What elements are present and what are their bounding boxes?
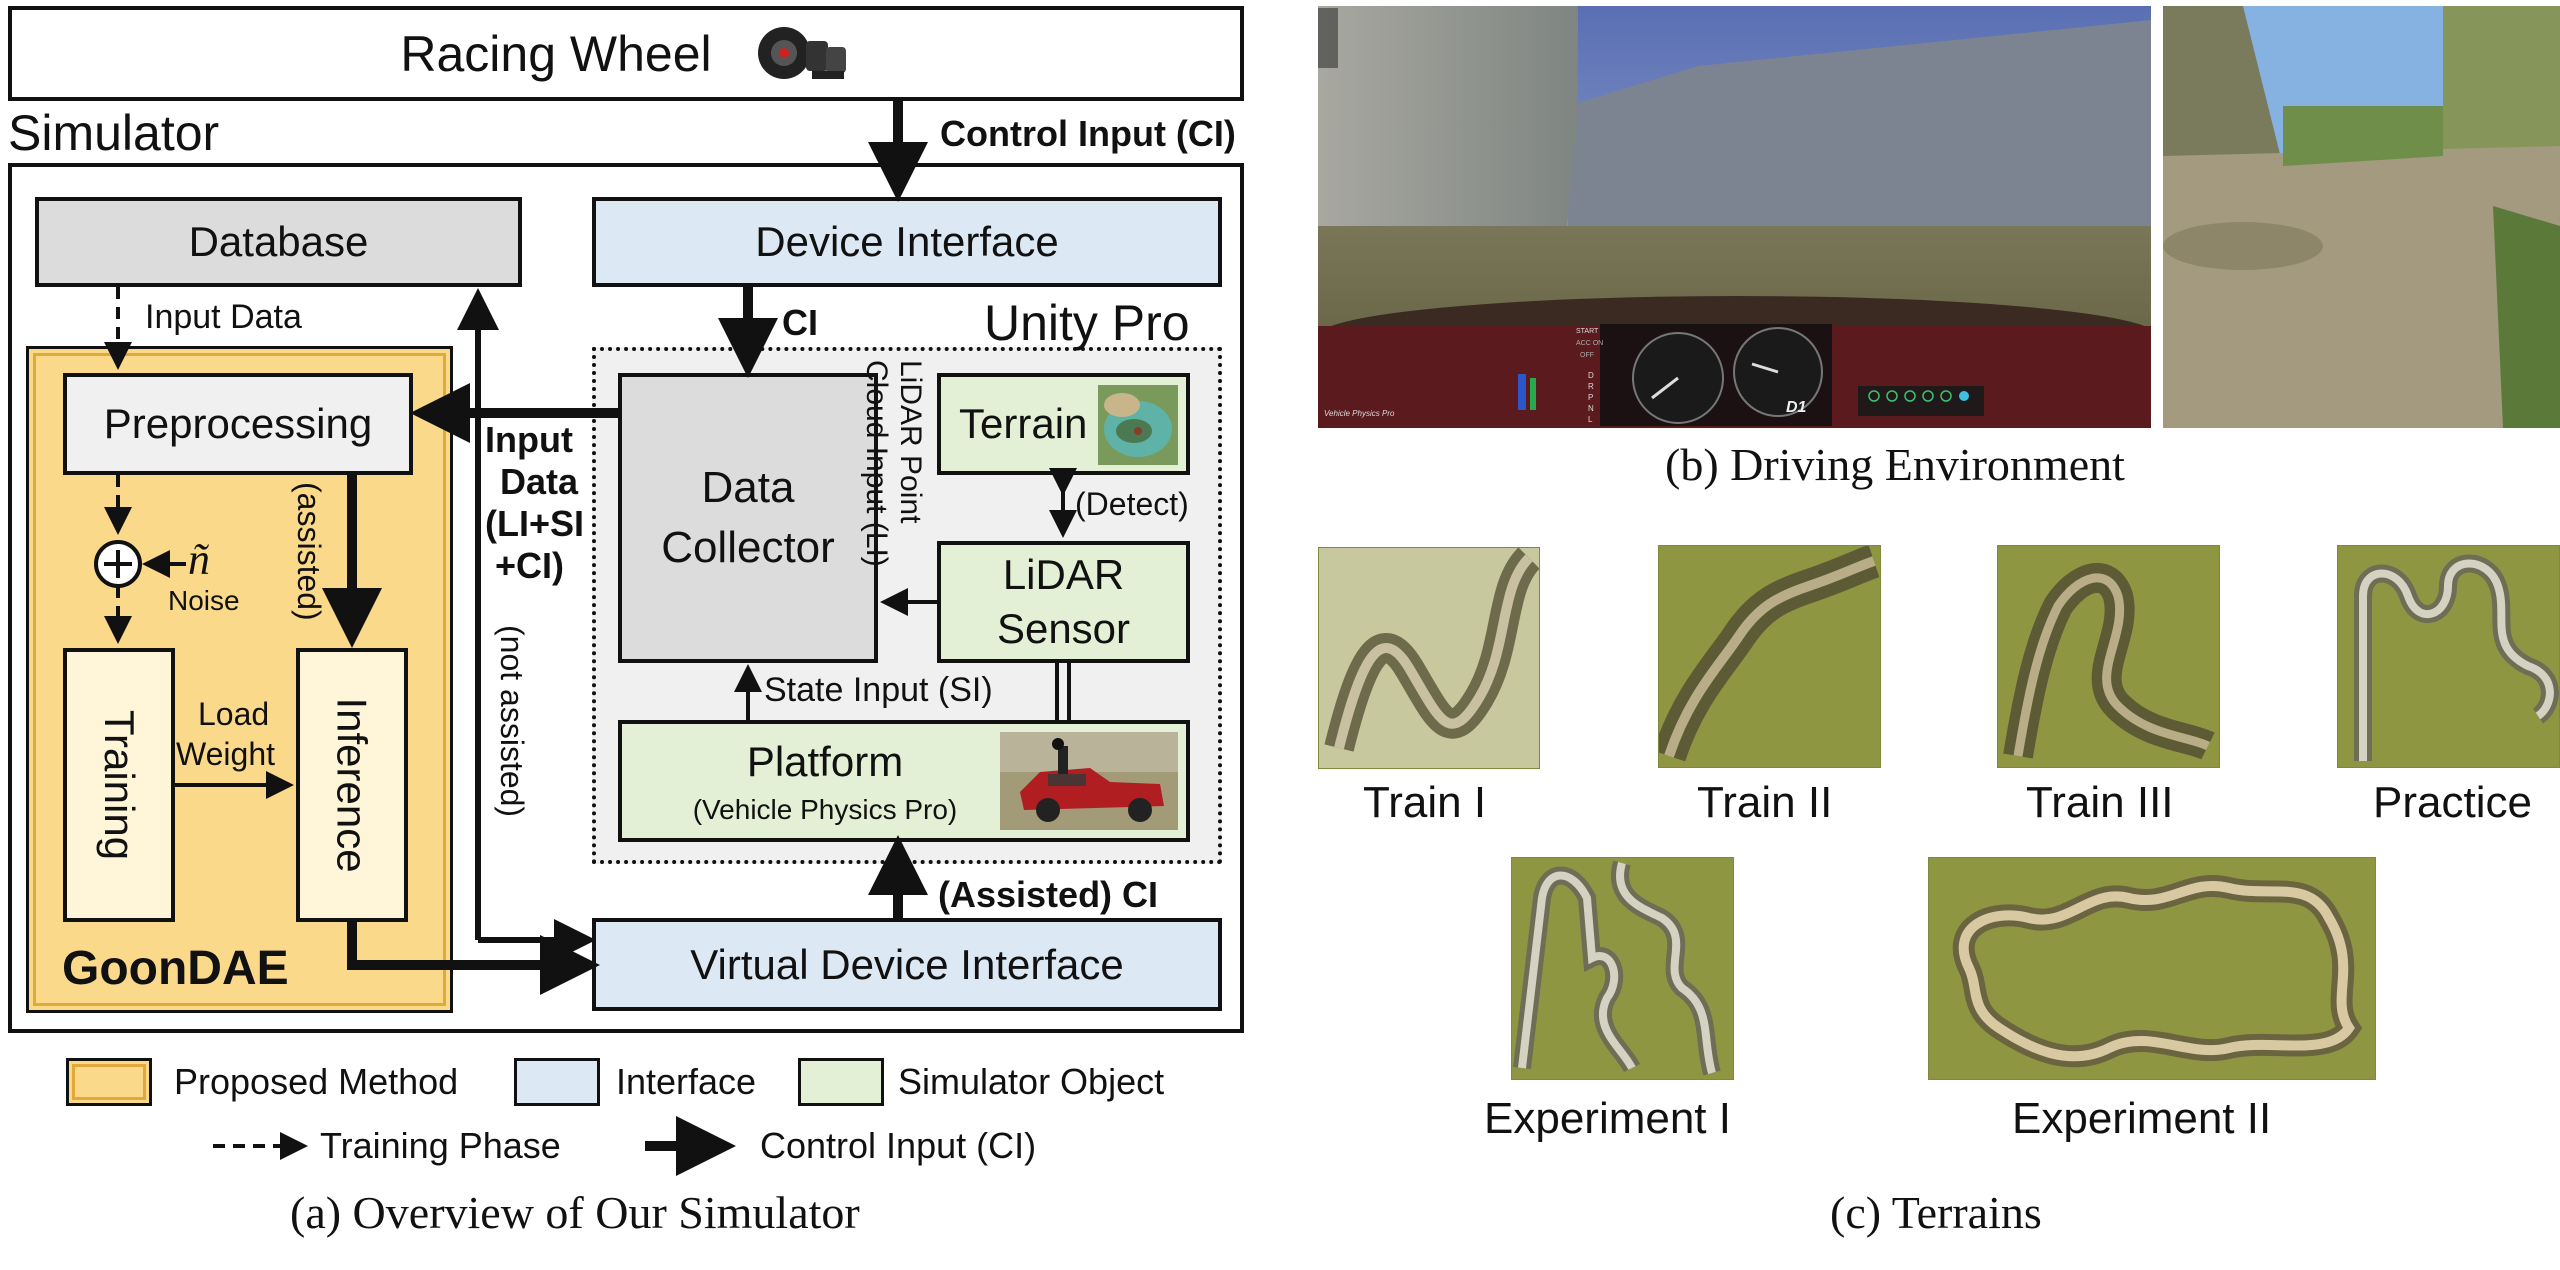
legend-simobj-label: Simulator Object [898,1061,1165,1102]
terrain-thumb-experiment-2 [1928,857,2376,1080]
noise-label: Noise [168,585,240,616]
control-input-label: Control Input (CI) [940,113,1236,154]
terrain-caption-train-2: Train II [1697,778,1833,827]
hud-gear: D1 [1786,399,1807,416]
device-interface-box: Device Interface [592,197,1222,287]
racing-wheel-box: Racing Wheel [8,6,1244,101]
legend-proposed-swatch [66,1058,152,1106]
legend-interface-swatch [514,1058,600,1106]
hud-d: D [1588,371,1594,380]
ci-label: CI [782,302,818,343]
driving-screenshot-main: Vehicle Physics Pro D1 START ACC ON OFF … [1318,6,2151,428]
hud-start: START [1576,328,1599,335]
hud-p: P [1588,393,1594,402]
state-input-label: State Input (SI) [764,671,993,709]
legend-proposed-label: Proposed Method [174,1061,459,1102]
database-box: Database [35,197,522,287]
overview-caption: (a) Overview of Our Simulator [290,1187,860,1238]
terrain-caption-experiment-2: Experiment II [2012,1094,2272,1143]
terrain-thumbnail [1098,385,1178,465]
terrain-caption-train-3: Train III [2026,778,2174,827]
legend-interface-label: Interface [616,1061,757,1102]
terrain-caption-train-1: Train I [1363,778,1487,827]
platform-vehicle-image [1000,732,1178,830]
platform-box: Platform (Vehicle Physics Pro) [618,720,1190,842]
legend-simobj-swatch [798,1058,884,1106]
training-box: Training [63,648,175,922]
goondae-label: GoonDAE [62,942,289,995]
detect-label: (Detect) [1075,486,1189,522]
legend-training-phase-label: Training Phase [320,1125,561,1166]
hud-r: R [1588,382,1594,391]
driving-screenshot-side [2163,6,2560,428]
racing-wheel-label: Racing Wheel [400,25,712,82]
unity-pro-label: Unity Pro [984,295,1190,351]
data-collector-box: Data Collector [618,373,878,663]
terrains-caption: (c) Terrains [1830,1187,2042,1238]
simulator-label: Simulator [8,105,220,161]
input-data-label: Input Data [145,298,302,336]
simulator-box [8,163,1244,1033]
terrain-caption-practice: Practice [2373,778,2532,827]
input-data-side-label-3: (LI+SI [485,503,585,544]
terrain-caption-experiment-1: Experiment I [1484,1094,1731,1143]
input-data-side-label-2: Data [500,461,579,502]
terrain-thumb-train-3 [1997,545,2220,768]
noise-symbol: ñ [188,535,210,584]
legend-control-input-label: Control Input (CI) [760,1125,1037,1166]
terrain-thumb-train-2 [1658,545,1881,768]
hud-n: N [1588,404,1594,413]
lidar-sensor-box: LiDAR Sensor [937,541,1190,663]
hud-l: L [1588,415,1593,424]
assisted-ci-label: (Assisted) CI [938,874,1159,915]
inference-box: Inference [296,648,408,922]
hud-acc: ACC ON [1576,340,1604,347]
hud-off: OFF [1580,352,1594,359]
input-data-side-label-4: +CI) [495,545,565,586]
terrain-thumb-experiment-1 [1511,857,1734,1080]
hud-brand: Vehicle Physics Pro [1324,409,1395,418]
terrain-thumb-practice [2337,545,2560,768]
driving-caption: (b) Driving Environment [1665,439,2125,490]
racing-wheel-icon [742,19,852,89]
input-data-side-label-1: Input [485,419,573,460]
preprocessing-box: Preprocessing [63,373,413,475]
load-weight-label-2: Weight [176,736,276,772]
load-weight-label-1: Load [198,696,270,732]
arrow-inference-to-virtual [347,922,600,995]
virtual-device-interface-box: Virtual Device Interface [592,918,1222,1011]
terrain-thumb-train-1 [1318,547,1540,769]
